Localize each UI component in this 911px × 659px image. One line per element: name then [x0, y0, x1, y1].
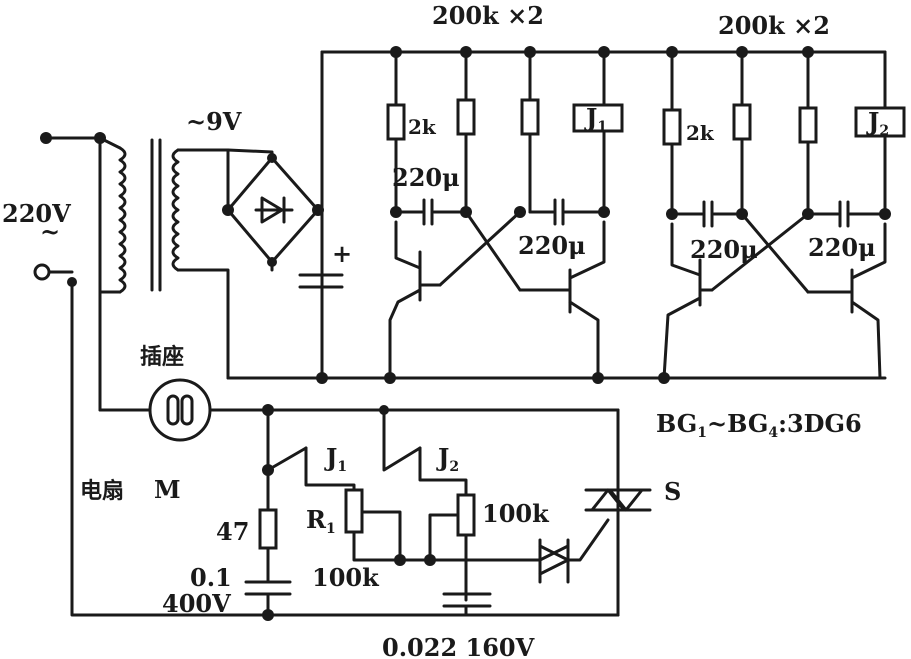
label-fan-m: M [154, 475, 181, 504]
label-socket: 插座 [140, 344, 184, 370]
label-transistors: BG1~BG4:3DG6 [656, 409, 862, 441]
label-mains: 220V [2, 199, 71, 228]
label-cap-220u-2: 220μ [518, 231, 586, 260]
label-r100k-bottom: 100k [312, 563, 380, 592]
multivibrator-2 [658, 46, 906, 384]
label-r2k-right: 2k [686, 121, 715, 145]
control-section [244, 408, 652, 621]
label-r1: R1 [306, 505, 336, 537]
label-plus: + [332, 239, 352, 268]
label-mains-tilde: ~ [40, 217, 60, 246]
label-cap-bottom: 0.022 160V [382, 633, 535, 659]
filter-capacitor [298, 273, 344, 384]
multivibrator-1 [384, 46, 624, 384]
label-relay-j2: J2 [866, 107, 889, 139]
label-relay-j1: J1 [584, 103, 607, 135]
label-r100k-right: 100k [482, 499, 550, 528]
label-r2k-left: 2k [408, 115, 437, 139]
mains-terminal-lower [33, 263, 620, 617]
label-transformer-secondary: ~9V [186, 107, 242, 136]
label-cap-220u-4: 220μ [808, 233, 876, 262]
label-contact-j2: J2 [436, 443, 459, 475]
label-cap-01: 0.1 [190, 563, 232, 592]
label-cap-400v: 400V [162, 589, 231, 618]
label-triac: S [664, 477, 681, 506]
transformer [40, 132, 230, 412]
label-contact-j1: J1 [324, 443, 347, 475]
label-cap-220u-1: 220μ [392, 163, 460, 192]
label-res-top-left: 200k ×2 [432, 1, 544, 30]
label-fan: 电扇 [80, 478, 124, 504]
bridge-rectifier [222, 148, 324, 272]
label-res-top-right: 200k ×2 [718, 11, 830, 40]
label-cap-220u-3: 220μ [690, 235, 758, 264]
label-r47: 47 [216, 517, 249, 546]
